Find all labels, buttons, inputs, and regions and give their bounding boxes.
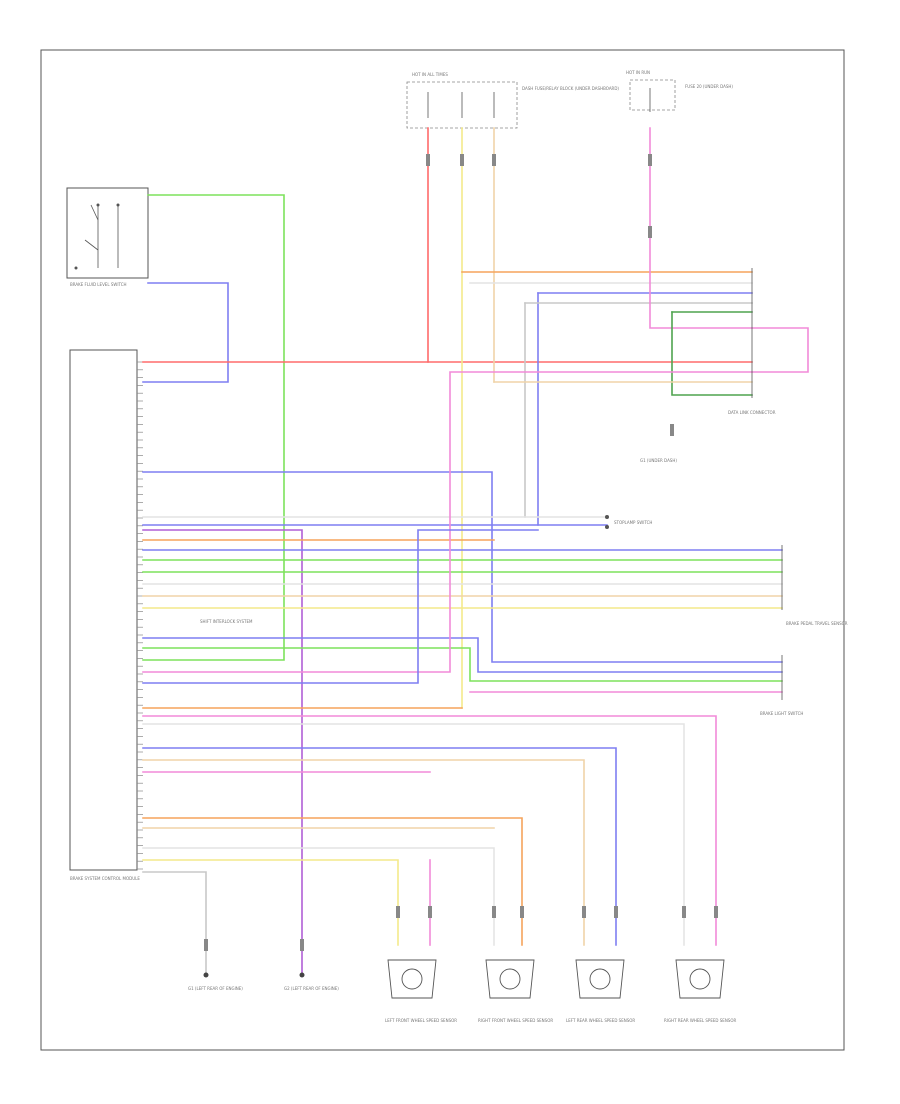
- top-junction: HOT IN ALL TIMES DASH FUSE/RELAY BLOCK (…: [406, 72, 619, 129]
- connector-block: [428, 906, 432, 918]
- connector-block: [396, 906, 400, 918]
- wire-blue-2: [142, 282, 229, 383]
- switch-label: BRAKE FLUID LEVEL SWITCH: [70, 282, 127, 287]
- connector-block: [648, 154, 652, 166]
- wire-pink-13: [649, 127, 753, 329]
- ground-left: G1 (LEFT REAR OF ENGINE): [188, 972, 243, 991]
- data-link-connector: DATA LINK CONNECTOR G1 (UNDER DASH): [640, 268, 776, 463]
- wire-gray-45: [142, 871, 207, 976]
- ground-right: G2 (LEFT REAR OF ENGINE): [284, 972, 339, 991]
- connector-block: [714, 906, 718, 918]
- wheel-speed-sensor-1: [387, 959, 437, 999]
- shift-interlock-label: SHIFT INTERLOCK SYSTEM: [200, 619, 253, 624]
- wire-blue-37: [142, 747, 617, 946]
- sensor-label-2: RIGHT FRONT WHEEL SPEED SENSOR: [478, 1018, 553, 1023]
- dlc-label: DATA LINK CONNECTOR: [728, 410, 776, 415]
- wire-blue-32: [142, 529, 539, 684]
- brake-light-switch: BRAKE LIGHT SWITCH: [760, 655, 803, 716]
- wire-tan-38: [142, 759, 585, 946]
- right-junction: HOT IN RUN FUSE 20 (UNDER DASH): [626, 70, 733, 112]
- brake-light-label: BRAKE LIGHT SWITCH: [760, 711, 803, 716]
- ground-left-label: G1 (LEFT REAR OF ENGINE): [188, 986, 243, 991]
- wire-orange-40: [142, 817, 523, 946]
- connector-block: [426, 154, 430, 166]
- stoplamp-label: STOPLAMP SWITCH: [614, 520, 652, 525]
- wires: [142, 127, 809, 976]
- wheel-speed-sensors: [387, 959, 725, 999]
- sensor-label-1: LEFT FRONT WHEEL SPEED SENSOR: [385, 1018, 457, 1023]
- top-junction-label: HOT IN ALL TIMES: [412, 72, 448, 77]
- wire-pink-14: [751, 327, 809, 373]
- connector-block: [300, 939, 304, 951]
- wire-green-30: [142, 647, 783, 682]
- wire-dkgreen-16: [671, 311, 753, 396]
- module-label: BRAKE SYSTEM CONTROL MODULE: [70, 876, 140, 881]
- connector-block: [204, 939, 208, 951]
- connector-block: [648, 226, 652, 238]
- wire-pink-31: [142, 371, 753, 673]
- sensor-label-3: LEFT REAR WHEEL SPEED SENSOR: [566, 1018, 635, 1023]
- brake-fluid-level-switch: BRAKE FLUID LEVEL SWITCH: [66, 187, 149, 287]
- brake-pedal-label: BRAKE PEDAL TRAVEL SENSOR: [786, 621, 848, 626]
- brake-pedal-travel-sensor: BRAKE PEDAL TRAVEL SENSOR: [781, 545, 848, 626]
- connector-block: [682, 906, 686, 918]
- stoplamp-switch: STOPLAMP SWITCH: [605, 515, 652, 529]
- sensor-label-4: RIGHT REAR WHEEL SPEED SENSOR: [664, 1018, 736, 1023]
- wire-green-1: [142, 194, 285, 661]
- connector-block: [460, 154, 464, 166]
- connector-block: [582, 906, 586, 918]
- wheel-speed-sensor-4: [675, 959, 725, 999]
- connector-block: [670, 424, 674, 436]
- diagram-frame: [40, 49, 845, 1051]
- connector-block: [520, 906, 524, 918]
- connector-block: [614, 906, 618, 918]
- wheel-speed-sensor-2: [485, 959, 535, 999]
- connector-block: [492, 906, 496, 918]
- wire-purple-21: [142, 529, 303, 976]
- top-junction-desc: DASH FUSE/RELAY BLOCK (UNDER DASHBOARD): [522, 86, 619, 91]
- dlc-ground-label: G1 (UNDER DASH): [640, 458, 677, 463]
- wheel-speed-sensor-3: [575, 959, 625, 999]
- wire-lgray-42: [142, 847, 495, 946]
- connector-block: [492, 154, 496, 166]
- control-module: BRAKE SYSTEM CONTROL MODULE: [69, 349, 140, 881]
- wire-pink-35: [142, 715, 717, 946]
- right-junction-label: HOT IN RUN: [626, 70, 650, 75]
- wire-blue-18: [142, 471, 783, 663]
- module-pin-ticks: [137, 361, 143, 870]
- wire-blue-29: [142, 637, 783, 673]
- wire-lgray-36: [142, 723, 685, 946]
- ground-right-label: G2 (LEFT REAR OF ENGINE): [284, 986, 339, 991]
- right-junction-desc: FUSE 20 (UNDER DASH): [685, 84, 733, 89]
